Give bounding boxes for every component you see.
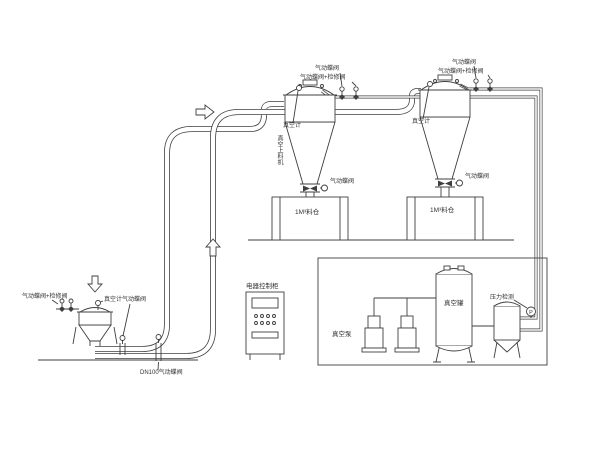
- unit2-discharge-valve-label: 气动蝶阀: [465, 172, 489, 180]
- unit2-silo: [406, 196, 484, 241]
- pressure-instrument: [513, 299, 536, 318]
- flow-arrow-up: [205, 238, 221, 257]
- vacuum-pump-2: [394, 315, 420, 353]
- unit1-cyclone-receiver: [283, 72, 359, 197]
- pressure-detection-label: 压力检测: [490, 293, 514, 301]
- unit2-vacuum-gauge-label: 真空计: [412, 117, 430, 125]
- unit2-valve-top-label: 气动蝶阀: [452, 58, 476, 66]
- vacuum-pump-label: 真空泵: [332, 329, 352, 338]
- feeder-vacuum-gauge-label: 真空计: [104, 295, 122, 303]
- filter-vessel: [472, 301, 521, 359]
- unit1-valve-service-label: 气动蝶阀+检修阀: [300, 73, 346, 81]
- pressure-instrument-tag: P: [529, 310, 533, 316]
- flow-arrow-right: [195, 104, 215, 120]
- pump-suction-piping: [373, 297, 436, 316]
- feeder-valve-service-label: 气动蝶阀+检修阀: [22, 292, 68, 300]
- unit1-silo-label: 1M³料仓: [295, 207, 320, 216]
- feeder-valve-label: 气动蝶阀: [122, 295, 146, 303]
- unit2-silo-label: 1M³料仓: [430, 205, 455, 214]
- feeding-station: [51, 298, 162, 371]
- unit1-side-label: 真空上料机: [276, 134, 283, 166]
- vacuum-tank-label: 真空罐: [444, 298, 464, 307]
- feeder-dn100-valve-label: DN100气动蝶阀: [140, 368, 183, 376]
- unit1-vacuum-gauge-label: 真空计: [283, 121, 301, 129]
- unit1-valve-top-label: 气动蝶阀: [315, 64, 339, 72]
- vacuum-pump-1: [361, 315, 387, 353]
- unit2-cyclone-receiver: [418, 65, 493, 197]
- flow-arrow-down-feeder: [87, 275, 103, 293]
- vacuum-tank: [433, 265, 475, 363]
- control-cabinet: [245, 291, 285, 360]
- unit1-discharge-valve-label: 气动蝶阀: [330, 177, 354, 185]
- pump-room-boundary: [317, 257, 548, 366]
- unit2-valve-service-label: 气动蝶阀+检修阀: [438, 67, 484, 75]
- control-cabinet-label: 电器控制柜: [246, 281, 279, 290]
- unit1-silo: [271, 196, 349, 241]
- conveying-pipe-to-unit1: [95, 101, 284, 352]
